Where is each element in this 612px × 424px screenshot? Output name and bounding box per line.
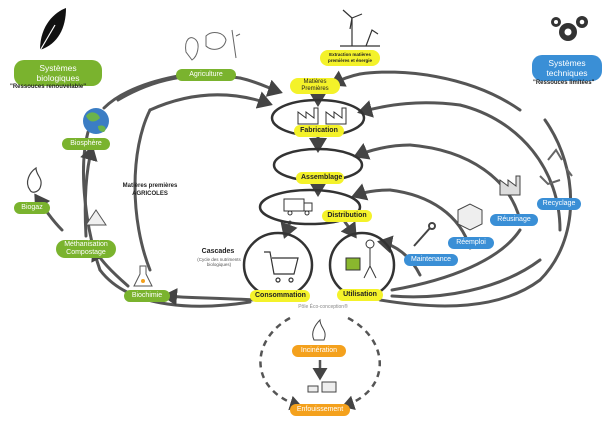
consommation-bubble (242, 231, 314, 299)
factory-icon-right (499, 175, 521, 196)
consommation-label: Consommation (250, 290, 310, 302)
compost-icon (85, 209, 107, 226)
watermark: Pôle Éco-conception® (298, 304, 348, 310)
biogaz-label: Biogaz (14, 202, 50, 214)
person-icon (345, 239, 377, 279)
cascades-subnote: (Cycle des nutriments biologiques) (197, 257, 241, 267)
fire-icon (312, 318, 326, 341)
factory-icon (297, 107, 347, 125)
distribution-bubble (258, 188, 362, 226)
fabrication-label: Fabrication (294, 125, 344, 137)
cart-icon (264, 251, 299, 283)
eol-right-arc (341, 316, 381, 410)
utilisation-to-recy (390, 228, 522, 292)
right-outer-loop (358, 70, 522, 112)
matieres-premieres-label: Matières Premières (290, 78, 340, 94)
reusinage-arrow (353, 143, 412, 160)
biological-systems-subtitle: "Ressouces renouvelable" (10, 84, 87, 90)
flask-icon (133, 265, 153, 287)
utilisation-bubble (328, 231, 396, 299)
biological-systems-title: Systèmes biologiques (14, 60, 102, 86)
methanisation-label: Méthanisation Compostage (56, 240, 116, 258)
agriculture-label: Agriculture (176, 69, 236, 81)
maintenance-label: Maintenance (404, 254, 458, 266)
leaf-icon (37, 8, 66, 55)
technical-systems-title: Systèmes techniques (532, 55, 602, 81)
bio-down-loop (98, 268, 252, 308)
biochimie-label: Biochimie (124, 290, 170, 302)
agri-to-matieres (238, 76, 283, 97)
distribution-label: Distribution (322, 210, 372, 222)
eol-left-arc (259, 316, 303, 411)
reusinage-loop (408, 143, 522, 222)
truck-icon (283, 198, 313, 216)
agricultural-raw-materials-note: Matières premières AGRICOLES (122, 183, 178, 197)
globe-icon (83, 108, 109, 134)
extraction-banner: Extraction matières premières et énergie (320, 50, 380, 66)
inner-bio-loop-top (148, 91, 273, 112)
reemploi-arrow (351, 183, 392, 201)
enfouissement-label: Enfouissement (290, 404, 350, 416)
cascades-note: Cascades (201, 248, 235, 255)
metha-to-biogaz (34, 193, 64, 232)
conso-to-biochimie (162, 287, 257, 306)
box-icon (457, 203, 483, 231)
inner-bio-loop (133, 108, 152, 272)
biosphere-label: Biosphère (62, 138, 110, 150)
landfill-icon (307, 381, 337, 393)
utilisation-to-right (390, 258, 542, 299)
right-bottom (378, 278, 542, 308)
technical-systems-subtitle: "Ressouces limitées" (533, 80, 595, 86)
incineration-label: Incinération (292, 345, 346, 357)
recyclage-arrow (357, 100, 462, 118)
utilisation-label: Utilisation (337, 289, 383, 301)
wrench-icon (413, 222, 436, 247)
reemploi-label: Réemploi (448, 237, 494, 249)
wind-turbine-icon (340, 9, 380, 47)
animals-icon (185, 29, 241, 61)
reusinage-label: Réusinage (490, 214, 538, 226)
recyclage-label: Recyclage (537, 198, 581, 210)
recycle-icon (539, 148, 573, 186)
flame-icon (26, 166, 42, 193)
gears-icon (551, 16, 588, 41)
assemblage-label: Assemblage (296, 172, 344, 184)
